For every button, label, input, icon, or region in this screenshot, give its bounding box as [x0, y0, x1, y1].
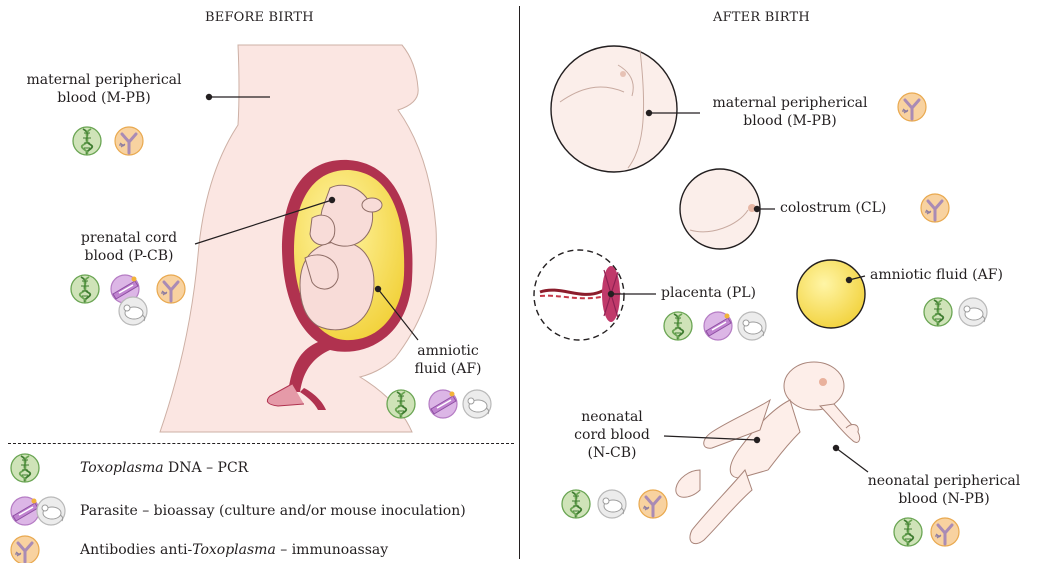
dna-helix-icon	[664, 312, 692, 340]
antibody-icon	[639, 490, 667, 518]
label-line: blood (M-PB)	[700, 112, 880, 130]
before-birth-header: BEFORE BIRTH	[205, 10, 314, 25]
label-amniotic-fluid-after: amniotic fluid (AF)	[870, 266, 1003, 284]
mouse-icon	[738, 312, 766, 340]
dna-helix-icon	[73, 127, 101, 155]
legend-pcr-text: DNA – PCR	[164, 460, 249, 476]
legend-antibody-italic: Toxoplasma	[192, 542, 276, 558]
label-prenatal-cord-blood: prenatal cord blood (P-CB)	[64, 229, 194, 265]
mouse-icon	[37, 497, 65, 525]
label-line: maternal peripherical	[24, 71, 184, 89]
label-line: blood (M-PB)	[24, 89, 184, 107]
label-neonatal-peripheral-blood: neonatal peripherical blood (N-PB)	[856, 472, 1032, 508]
legend-pcr-italic: Toxoplasma	[80, 460, 164, 476]
neonate	[676, 362, 860, 544]
label-line: fluid (AF)	[398, 360, 498, 378]
antibody-icon	[115, 127, 143, 155]
antibody-icon	[921, 194, 949, 222]
dna-helix-icon	[562, 490, 590, 518]
label-amniotic-fluid-before: amniotic fluid (AF)	[398, 342, 498, 378]
legend-immunoassay: Antibodies anti-Toxoplasma – immunoassay	[80, 541, 388, 559]
parasite-culture-icon	[429, 390, 457, 418]
dna-helix-icon	[71, 275, 99, 303]
antibody-icon	[11, 536, 39, 563]
label-colostrum: colostrum (CL)	[780, 199, 886, 217]
dna-helix-icon	[387, 390, 415, 418]
mouse-icon	[598, 490, 626, 518]
label-line: maternal peripherical	[700, 94, 880, 112]
label-line: (N-CB)	[562, 444, 662, 462]
dna-helix-icon	[924, 298, 952, 326]
label-line: neonatal peripherical	[856, 472, 1032, 490]
label-maternal-blood-before: maternal peripherical blood (M-PB)	[24, 71, 184, 107]
after-birth-header: AFTER BIRTH	[713, 10, 810, 25]
label-line: amniotic	[398, 342, 498, 360]
dna-helix-icon	[894, 518, 922, 546]
antibody-icon	[898, 93, 926, 121]
parasite-culture-icon	[11, 497, 39, 525]
label-line: neonatal	[562, 408, 662, 426]
label-placenta: placenta (PL)	[661, 284, 756, 302]
mouse-icon	[959, 298, 987, 326]
label-line: cord blood	[562, 426, 662, 444]
label-line: blood (P-CB)	[64, 247, 194, 265]
mouse-icon	[119, 297, 147, 325]
legend-separator	[8, 443, 514, 444]
label-line: prenatal cord	[64, 229, 194, 247]
antibody-icon	[157, 275, 185, 303]
legend-antibody-suffix: – immunoassay	[276, 542, 388, 558]
legend-pcr: Toxoplasma DNA – PCR	[80, 459, 248, 477]
dna-helix-icon	[11, 454, 39, 482]
antibody-icon	[931, 518, 959, 546]
column-divider	[519, 6, 520, 559]
label-maternal-blood-after: maternal peripherical blood (M-PB)	[700, 94, 880, 130]
legend-bioassay: Parasite – bioassay (culture and/or mous…	[80, 502, 466, 520]
mouse-icon	[463, 390, 491, 418]
parasite-culture-icon	[704, 312, 732, 340]
legend-antibody-text: Antibodies anti-	[80, 542, 192, 558]
label-line: blood (N-PB)	[856, 490, 1032, 508]
label-neonatal-cord-blood: neonatal cord blood (N-CB)	[562, 408, 662, 462]
